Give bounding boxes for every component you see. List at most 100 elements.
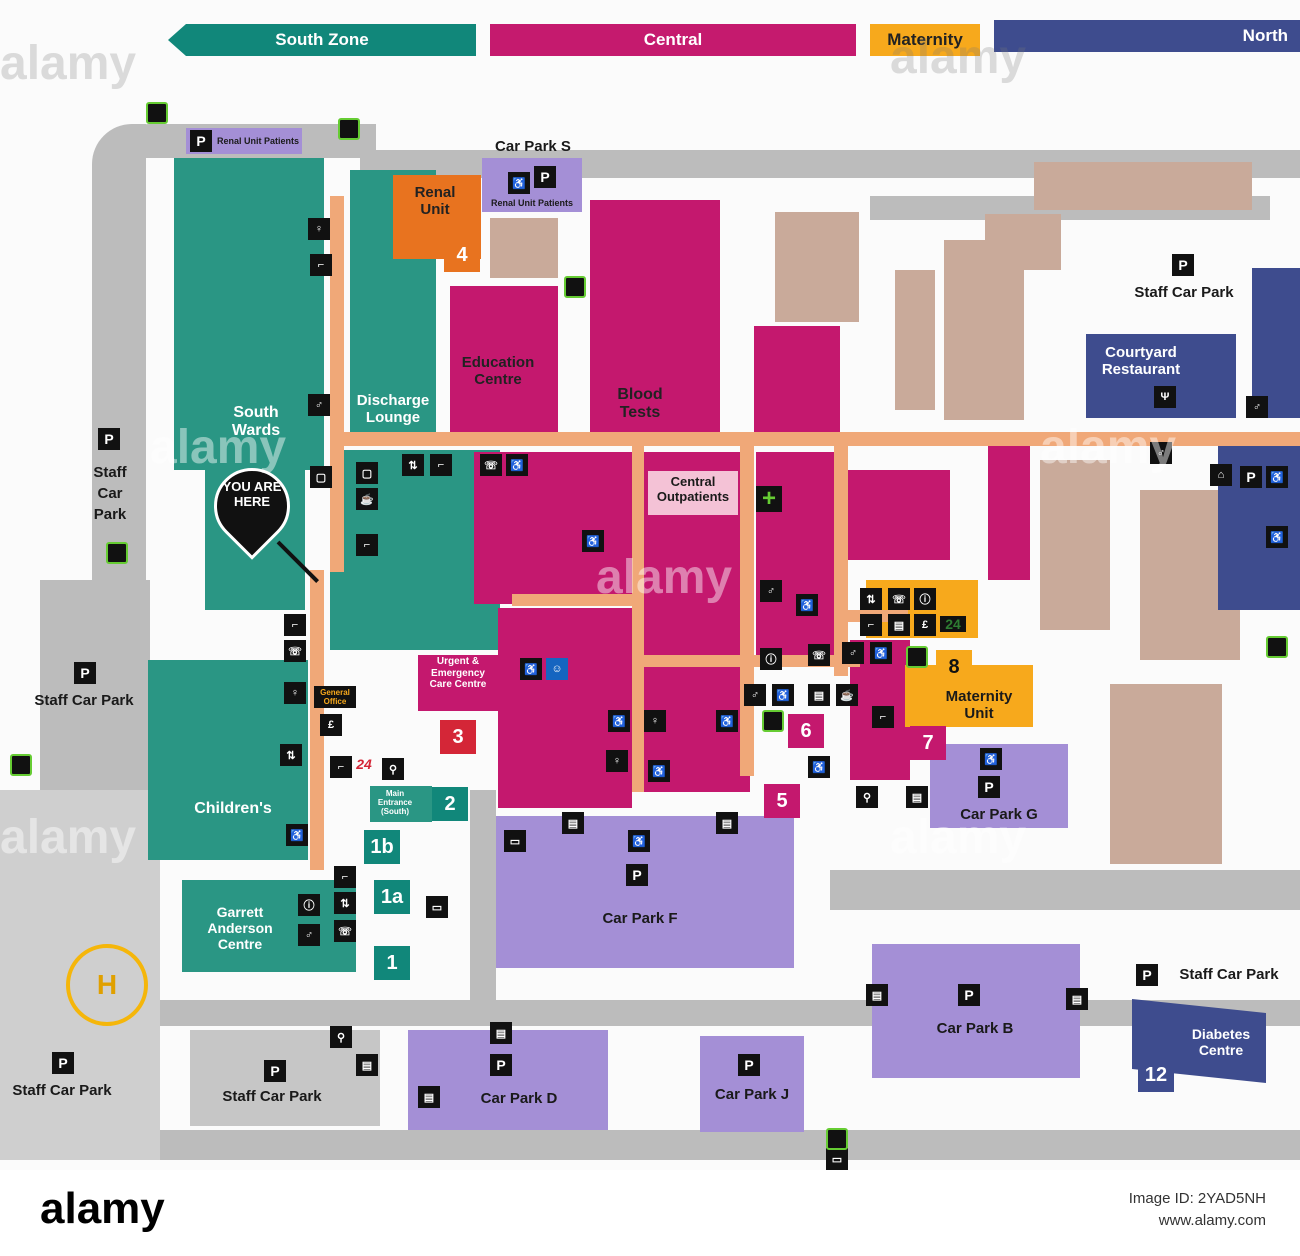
road-central-south bbox=[470, 790, 496, 1010]
shop-icon: ▢ bbox=[356, 462, 378, 484]
info-icon: ⓘ bbox=[914, 588, 936, 610]
entrance-3[interactable]: 3 bbox=[440, 720, 476, 754]
entrance-8[interactable]: 8 bbox=[936, 650, 972, 684]
stairs-icon: ⌐ bbox=[330, 756, 352, 778]
zone-tab-maternity[interactable]: Maternity bbox=[870, 24, 980, 56]
ticket-machine-icon: ▤ bbox=[562, 812, 584, 834]
no-smoking-icon bbox=[146, 102, 168, 124]
zone-tab-south[interactable]: South Zone bbox=[168, 24, 476, 56]
cafe-icon: ☕ bbox=[356, 488, 378, 510]
zone-tab-central[interactable]: Central bbox=[490, 24, 856, 56]
label-staff-car-park-w2: Staff Car Park bbox=[34, 692, 134, 709]
entrance-7[interactable]: 7 bbox=[910, 726, 946, 760]
toilet-icon: ♀ bbox=[308, 218, 330, 240]
label-open-24-b: 24 bbox=[940, 616, 966, 633]
toilet-icon: ♀ bbox=[644, 710, 666, 732]
wheelchair-icon: ♿ bbox=[286, 824, 308, 846]
entrance-1a[interactable]: 1a bbox=[374, 880, 410, 914]
label-staff-car-park-s: Staff Car Park bbox=[222, 1088, 322, 1105]
footer-site: www.alamy.com bbox=[1158, 1212, 1266, 1229]
building-east-a bbox=[1040, 460, 1110, 630]
zone-tab-north[interactable]: North bbox=[994, 20, 1300, 52]
parking-icon: P bbox=[1172, 254, 1194, 276]
building-central-east-a bbox=[754, 326, 840, 446]
site-map: South Zone Central Maternity North bbox=[0, 20, 1300, 1170]
central-outpatients-box bbox=[648, 471, 738, 515]
entrance-6[interactable]: 6 bbox=[788, 714, 824, 748]
stairs-icon: ⌐ bbox=[284, 614, 306, 636]
road-west-loop bbox=[92, 124, 146, 594]
wheelchair-icon: ♿ bbox=[648, 760, 670, 782]
wheelchair-icon: ♿ bbox=[980, 748, 1002, 770]
building-garrett-anderson bbox=[182, 880, 356, 972]
entrance-1[interactable]: 1 bbox=[374, 946, 410, 980]
label-discharge-lounge: Discharge Lounge bbox=[356, 392, 430, 427]
label-staff-car-park-w1: Staff Car Park bbox=[93, 464, 127, 523]
wheelchair-icon: ♿ bbox=[508, 172, 530, 194]
corridor-main-east-west bbox=[330, 432, 1300, 446]
pharmacy-cross-icon bbox=[338, 118, 360, 140]
stairs-icon: ⌐ bbox=[872, 706, 894, 728]
building-north-zone-a bbox=[1252, 268, 1300, 418]
car-park-s-area bbox=[482, 158, 582, 212]
lift-icon: ⇅ bbox=[280, 744, 302, 766]
chapel-icon: ⌂ bbox=[1210, 464, 1232, 486]
pharmacy-cross-icon bbox=[906, 646, 928, 668]
ticket-machine-icon: ▤ bbox=[906, 786, 928, 808]
wheelchair-icon: ♿ bbox=[808, 756, 830, 778]
toilet-icon: ♂ bbox=[1150, 442, 1172, 464]
wheelchair-icon: ♿ bbox=[628, 830, 650, 852]
cycle-icon: ⚲ bbox=[856, 786, 878, 808]
toilet-icon: ♂ bbox=[298, 924, 320, 946]
parking-icon: P bbox=[1240, 466, 1262, 488]
entrance-4[interactable]: 4 bbox=[444, 238, 480, 272]
entrance-2[interactable]: 2 bbox=[432, 787, 468, 821]
label-car-park-s: Car Park S bbox=[495, 138, 571, 155]
no-smoking-icon bbox=[10, 754, 32, 776]
building-central-south bbox=[498, 608, 632, 808]
phone-icon: ☏ bbox=[808, 644, 830, 666]
label-renal-unit-patients-top: Renal Unit Patients bbox=[216, 136, 299, 146]
wheelchair-icon: ♿ bbox=[582, 530, 604, 552]
parking-icon: P bbox=[190, 130, 212, 152]
label-car-park-b: Car Park B bbox=[936, 1020, 1014, 1037]
ticket-machine-icon: ▤ bbox=[808, 684, 830, 706]
info-icon: ⓘ bbox=[298, 894, 320, 916]
watermark: alamy bbox=[150, 421, 287, 474]
label-general-office: General Office bbox=[314, 686, 356, 709]
label-car-park-d: Car Park D bbox=[480, 1090, 558, 1107]
car-park-b-area bbox=[872, 944, 1080, 1078]
label-maternity-unit: Maternity Unit bbox=[945, 688, 1013, 723]
label-open-24-a: 24 bbox=[356, 756, 372, 772]
entrance-5[interactable]: 5 bbox=[764, 784, 800, 818]
parking-icon: P bbox=[958, 984, 980, 1006]
ticket-machine-icon: ▤ bbox=[418, 1086, 440, 1108]
phone-icon: ☏ bbox=[480, 454, 502, 476]
lift-icon: ⇅ bbox=[402, 454, 424, 476]
label-main-entrance: Main Entrance (South) bbox=[377, 789, 413, 817]
entrance-12[interactable]: 12 bbox=[1138, 1058, 1174, 1092]
stairs-icon: ⌐ bbox=[356, 534, 378, 556]
label-you-are-here: YOU ARE HERE bbox=[222, 479, 282, 509]
entrance-1b[interactable]: 1b bbox=[364, 830, 400, 864]
stairs-icon: ⌐ bbox=[334, 866, 356, 888]
parking-icon: P bbox=[978, 776, 1000, 798]
stairs-icon: ⌐ bbox=[310, 254, 332, 276]
building-central-east-b bbox=[756, 452, 836, 662]
building-main-entrance bbox=[370, 786, 432, 822]
parking-icon: P bbox=[534, 166, 556, 188]
building-east-c bbox=[1110, 684, 1222, 864]
corridor-cross-a bbox=[512, 594, 634, 606]
ticket-machine-icon: ▤ bbox=[866, 984, 888, 1006]
watermark: alamy bbox=[890, 31, 1027, 84]
ticket-machine-icon: ▤ bbox=[1066, 988, 1088, 1010]
parking-icon: P bbox=[264, 1060, 286, 1082]
stairs-icon: ⌐ bbox=[860, 614, 882, 636]
watermark: alamy bbox=[1040, 421, 1177, 474]
building-central-east-c bbox=[848, 470, 950, 560]
building-central-far-east bbox=[988, 440, 1030, 580]
toilet-icon: ♂ bbox=[760, 580, 782, 602]
taxi-icon: ▭ bbox=[426, 896, 448, 918]
label-staff-car-park-ne: Staff Car Park bbox=[1134, 284, 1234, 301]
cafe-icon: ☕ bbox=[836, 684, 858, 706]
